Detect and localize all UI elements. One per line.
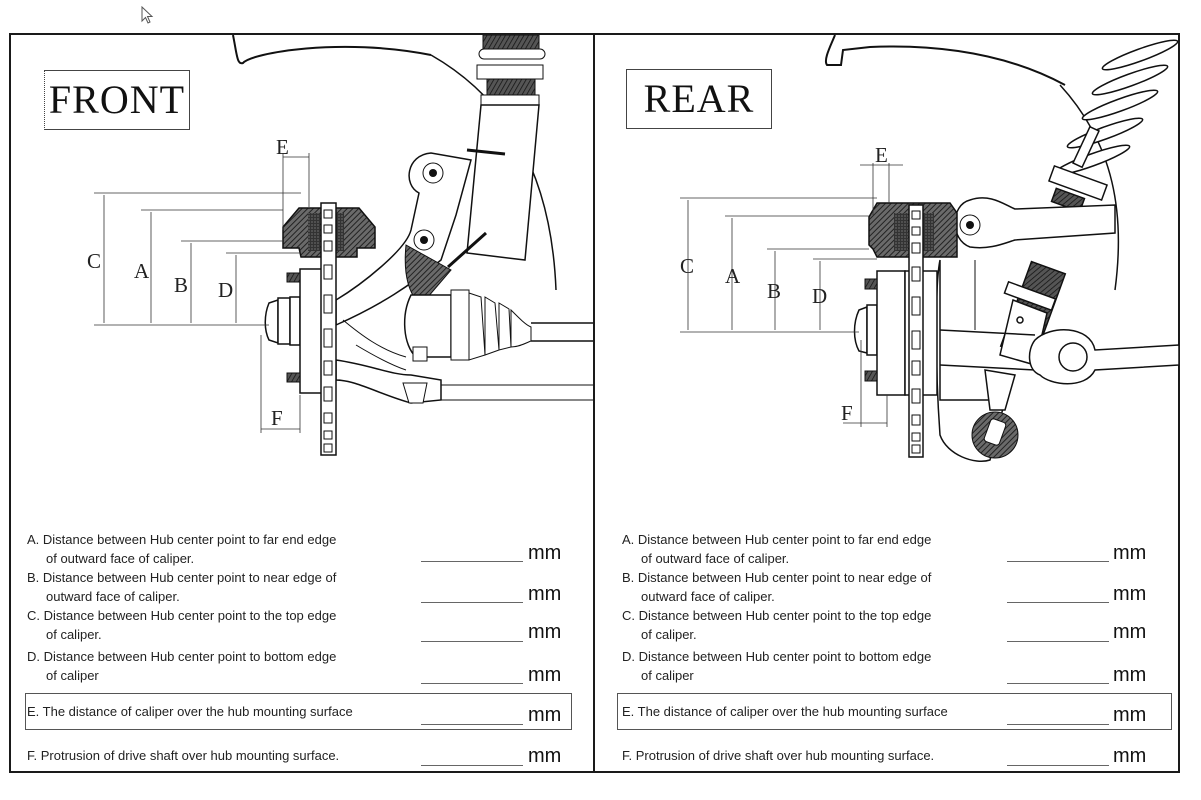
drive-shaft <box>403 289 593 361</box>
panel-divider <box>593 33 595 773</box>
answer-field-d[interactable] <box>421 683 523 684</box>
answer-field-e[interactable] <box>1007 724 1109 725</box>
fender-arc <box>825 35 1066 86</box>
answer-field-a[interactable] <box>421 561 523 562</box>
answer-field-d[interactable] <box>1007 683 1109 684</box>
rear-panel: REAR E C A B D F A. Distance between Hub… <box>595 35 1179 771</box>
unit-label-c: mm <box>528 621 562 643</box>
unit-label-f: mm <box>1113 745 1147 767</box>
unit-label-a: mm <box>1113 542 1147 564</box>
steering-knuckle <box>335 152 472 327</box>
question-e-highlight-box <box>617 693 1172 730</box>
tire-arc <box>1059 84 1120 291</box>
answer-field-a[interactable] <box>1007 561 1109 562</box>
dimension-label-f: F <box>271 406 283 430</box>
brake-rotor <box>320 202 337 456</box>
unit-label-c: mm <box>1113 621 1147 643</box>
panel-title: REAR <box>626 69 772 129</box>
dimension-label-c: C <box>87 249 102 273</box>
question-d: D. Distance between Hub center point to … <box>622 649 932 683</box>
hub-assembly <box>264 268 323 394</box>
coilover <box>999 39 1179 366</box>
dimension-label-d: D <box>218 278 234 302</box>
dimension-label-c: C <box>680 254 695 278</box>
question-c: C. Distance between Hub center point to … <box>622 608 932 642</box>
unit-label-b: mm <box>528 583 562 605</box>
answer-field-f[interactable] <box>421 765 523 766</box>
panel-title: FRONT <box>44 70 190 130</box>
question-b: B. Distance between Hub center point to … <box>27 570 337 604</box>
dimension-label-e: E <box>875 143 888 167</box>
toe-link <box>971 369 1019 459</box>
answer-field-c[interactable] <box>1007 641 1109 642</box>
question-b: B. Distance between Hub center point to … <box>622 570 932 604</box>
question-e: E. The distance of caliper over the hub … <box>622 704 948 719</box>
dimension-label-d: D <box>812 284 828 308</box>
question-f: F. Protrusion of drive shaft over hub mo… <box>27 748 340 763</box>
hub-assembly <box>853 270 938 396</box>
dimension-label-a: A <box>134 259 150 283</box>
unit-label-f: mm <box>528 745 562 767</box>
front-panel: FRONT E C A B D F A. Distance between Hu… <box>11 35 593 771</box>
unit-label-b: mm <box>1113 583 1147 605</box>
brake-rotor <box>908 204 924 458</box>
dimension-label-e: E <box>276 135 289 159</box>
answer-field-b[interactable] <box>421 602 523 603</box>
mouse-pointer-icon <box>141 6 154 24</box>
question-e-highlight-box <box>25 693 572 730</box>
question-c: C. Distance between Hub center point to … <box>27 608 337 642</box>
dimension-label-a: A <box>725 264 741 288</box>
answer-field-f[interactable] <box>1007 765 1109 766</box>
dimension-label-b: B <box>767 279 782 303</box>
lower-control-arm <box>335 319 593 404</box>
front-suspension-diagram <box>94 35 593 456</box>
unit-label-e: mm <box>1113 704 1147 726</box>
unit-label-d: mm <box>1113 664 1147 686</box>
unit-label-e: mm <box>528 704 562 726</box>
answer-field-e[interactable] <box>421 724 523 725</box>
rear-suspension-diagram <box>680 35 1179 462</box>
question-d: D. Distance between Hub center point to … <box>27 649 337 683</box>
dimension-label-b: B <box>174 273 189 297</box>
unit-label-a: mm <box>528 542 562 564</box>
unit-label-d: mm <box>528 664 562 686</box>
question-f: F. Protrusion of drive shaft over hub mo… <box>622 748 935 763</box>
question-e: E. The distance of caliper over the hub … <box>27 704 353 719</box>
answer-field-b[interactable] <box>1007 602 1109 603</box>
dimension-label-f: F <box>841 401 853 425</box>
fender-arc <box>232 35 432 65</box>
lower-control-arm <box>1028 329 1179 385</box>
upper-control-arm <box>954 197 1116 249</box>
dimension-lines <box>94 153 310 433</box>
dimension-lines <box>680 163 903 427</box>
answer-field-c[interactable] <box>421 641 523 642</box>
coilover <box>446 35 546 269</box>
question-a: A. Distance between Hub center point to … <box>622 532 932 566</box>
question-a: A. Distance between Hub center point to … <box>27 532 337 566</box>
